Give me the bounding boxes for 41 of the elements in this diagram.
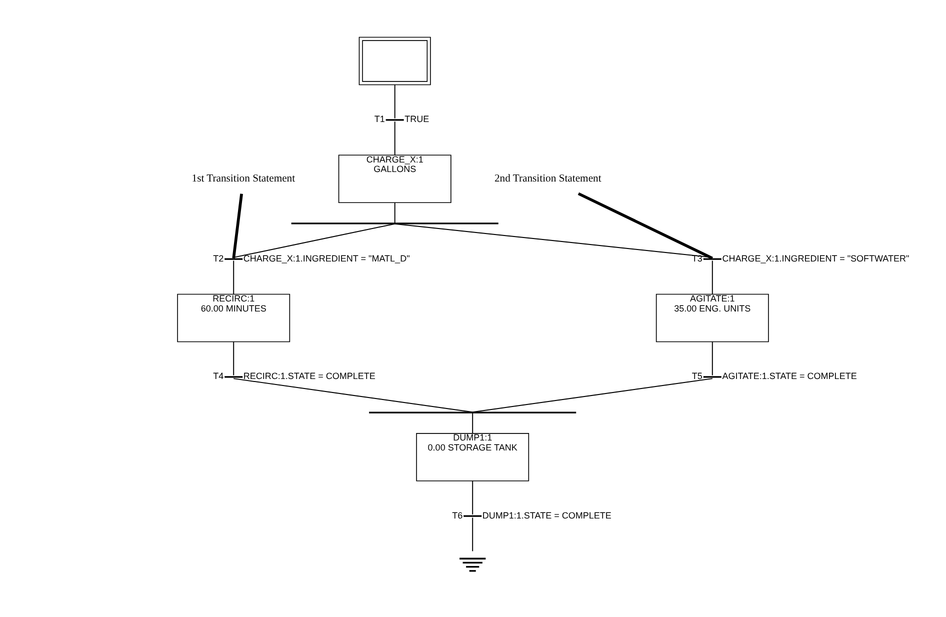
node-label: T4 (213, 370, 224, 381)
node-box: RECIRC:1 60.00 MINUTES (177, 293, 290, 342)
node-label: TRUE (404, 114, 430, 124)
node-box (224, 376, 243, 378)
connector (472, 516, 474, 552)
node-box (703, 376, 722, 378)
node-text: 2nd Transition Statement (494, 173, 602, 184)
node-box (358, 36, 431, 85)
connector (394, 120, 396, 156)
node-text: 1st Transition Statement (192, 173, 296, 184)
node-label: T1 (374, 114, 385, 124)
connector (394, 84, 396, 118)
connector (233, 260, 234, 294)
connector (472, 378, 713, 412)
node-box (464, 514, 482, 516)
node-box: CHARGE_X:1 GALLONS (338, 154, 452, 202)
node-label: CHARGE_X:1.INGREDIENT = "SOFTWATER" (722, 252, 910, 263)
node-label: RECIRC:1.STATE = COMPLETE (243, 370, 376, 381)
node-label: CHARGE_X:1.INGREDIENT = "MATL_D" (243, 252, 410, 263)
connector (233, 378, 474, 412)
connector (712, 340, 713, 376)
connector (578, 192, 714, 260)
connector (472, 412, 474, 434)
connector (394, 202, 396, 223)
connector (472, 480, 474, 514)
node-box (703, 258, 722, 260)
node-label: DUMP1:1.STATE = COMPLETE (482, 510, 612, 520)
node-label: AGITATE:1.STATE = COMPLETE (722, 370, 857, 381)
connector (233, 340, 234, 376)
node-bar (369, 411, 576, 413)
node-box: AGITATE:1 35.00 ENG. UNITS (656, 293, 769, 342)
connector (233, 222, 396, 258)
connector (232, 193, 243, 258)
node-box: DUMP1:1 0.00 STORAGE TANK (416, 432, 530, 481)
connector (712, 260, 713, 294)
node-box (386, 118, 404, 120)
node-label: T6 (452, 510, 463, 520)
node-box (224, 258, 243, 260)
node-label: T5 (692, 370, 702, 381)
node-label: T2 (213, 252, 224, 263)
node-bar (291, 222, 498, 224)
